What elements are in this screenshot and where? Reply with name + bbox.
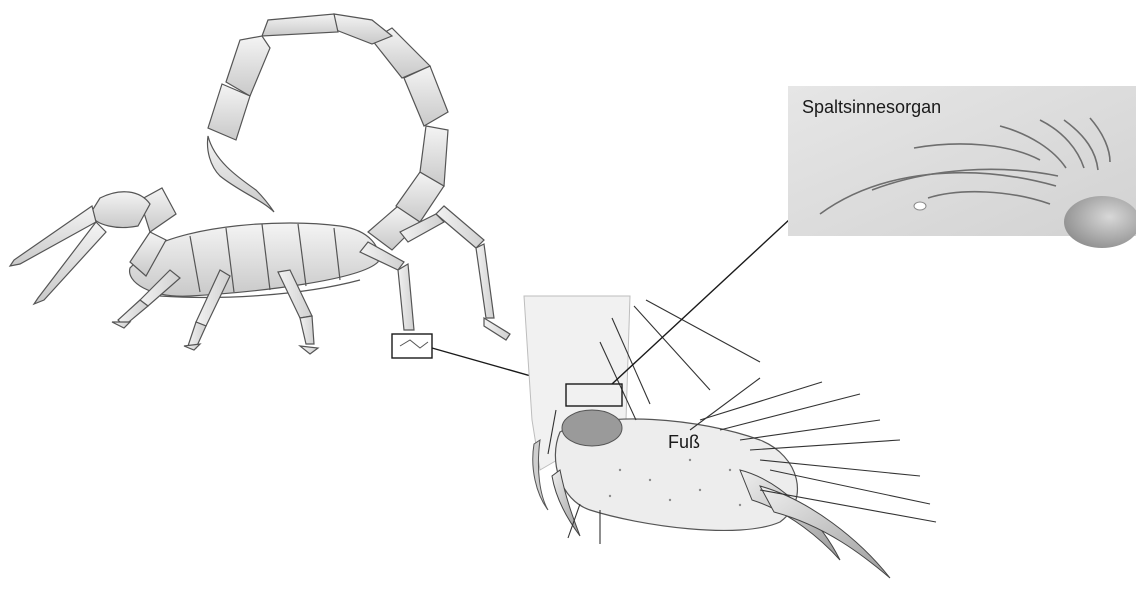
scorpion-tail (208, 14, 449, 250)
foot-label: Fuß (668, 432, 700, 453)
organ-label: Spaltsinnesorgan (802, 97, 941, 118)
foot-enlargement (524, 296, 936, 578)
scorpion-drawing (10, 14, 510, 354)
leg-detail-box (392, 334, 432, 358)
